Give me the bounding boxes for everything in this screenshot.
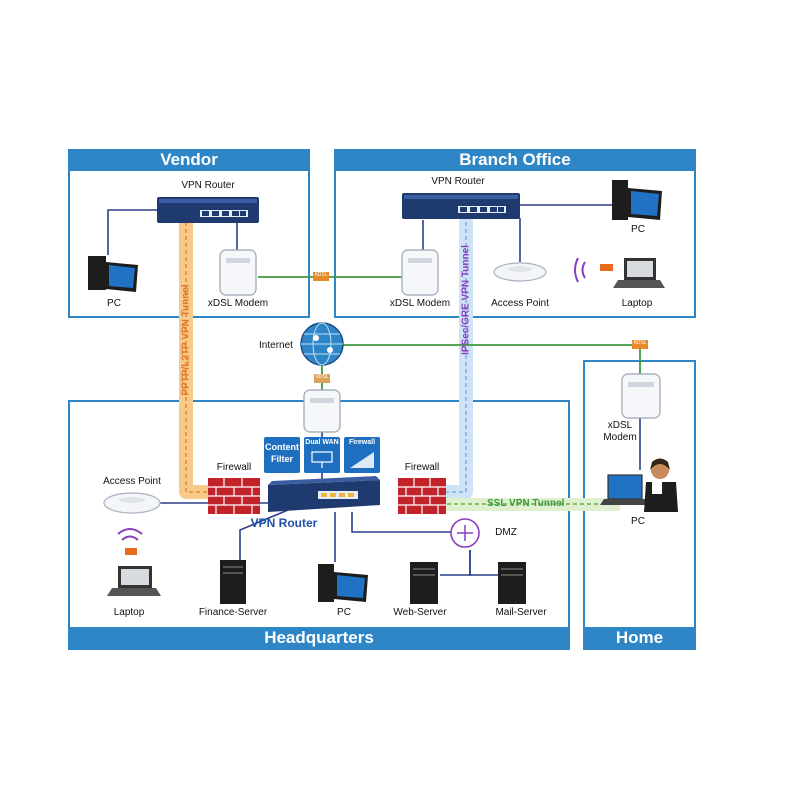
hq-access-point-icon xyxy=(103,492,161,514)
wan-links xyxy=(258,276,641,392)
branch-pc-icon xyxy=(612,180,662,220)
hq-pc-icon xyxy=(318,564,368,602)
branch-laptop-label: Laptop xyxy=(621,298,653,309)
mail-server-label: Mail-Server xyxy=(495,607,547,618)
hq-ap-label: Access Point xyxy=(103,476,161,487)
hq-firewall-left-icon xyxy=(208,478,260,514)
dmz-label: DMZ xyxy=(495,527,517,538)
home-pc-label: PC xyxy=(631,516,645,527)
hq-vpn-router xyxy=(268,476,380,512)
hq-laptop-icon xyxy=(107,528,161,596)
pptp-tunnel-label: PPTP/L2TP VPN Tunnel xyxy=(180,284,192,396)
branch-ap-label: Access Point xyxy=(491,298,549,309)
content-filter-icon xyxy=(264,437,300,473)
vendor-pc-icon xyxy=(88,256,138,292)
finance-server-label: Finance-Server xyxy=(198,607,268,618)
vendor-modem-label: xDSL Modem xyxy=(207,298,269,309)
adsl-tag-1 xyxy=(313,272,329,281)
content-filter-label: Content Filter xyxy=(265,442,299,464)
vendor-pc-label: PC xyxy=(107,298,121,309)
vendor-router-label: VPN Router xyxy=(181,180,235,191)
hq-pc-label: PC xyxy=(337,607,351,618)
branch-laptop-icon xyxy=(574,257,665,288)
web-server-icon xyxy=(410,562,438,604)
web-server-label: Web-Server xyxy=(393,607,447,618)
vdsl-tag xyxy=(314,374,330,383)
branch-office-title: Branch Office xyxy=(334,149,696,171)
vendor-vpn-router xyxy=(157,197,259,223)
hq-laptop-label: Laptop xyxy=(113,607,145,618)
hq-xdsl-modem xyxy=(303,389,341,433)
hq-router-label: VPN Router xyxy=(250,516,318,530)
branch-access-point-icon xyxy=(493,262,547,282)
home-title: Home xyxy=(583,627,696,650)
headquarters-title: Headquarters xyxy=(68,627,570,650)
dual-wan-icon xyxy=(304,437,340,473)
dmz-switch-icon xyxy=(450,518,480,548)
home-pc-icon xyxy=(600,458,678,512)
internet-globe-icon xyxy=(300,322,344,366)
internet-label: Internet xyxy=(259,340,293,351)
home-xdsl-modem xyxy=(621,373,661,419)
vendor-title: Vendor xyxy=(68,149,310,171)
ipsec-tunnel-label: IPSec/GRE VPN Tunnel xyxy=(460,245,472,355)
adsl-tag-2 xyxy=(632,340,648,349)
home-modem-label: xDSL Modem xyxy=(603,420,637,443)
firewall-feature-icon xyxy=(344,437,380,473)
branch-vpn-router xyxy=(402,193,520,219)
firewall-feature-label: Firewall xyxy=(348,439,376,446)
finance-server-icon xyxy=(220,560,246,604)
branch-xdsl-modem xyxy=(401,249,439,296)
ssl-tunnel xyxy=(440,498,620,511)
hq-firewall-left-label: Firewall xyxy=(216,462,252,473)
mail-server-icon xyxy=(498,562,526,604)
hq-firewall-right-icon xyxy=(398,478,446,514)
dual-wan-label: Dual WAN xyxy=(305,439,339,446)
branch-router-label: VPN Router xyxy=(431,176,485,187)
vendor-xdsl-modem xyxy=(219,249,257,296)
adsl-tag-text-1: ADSL xyxy=(314,272,328,278)
branch-modem-label: xDSL Modem xyxy=(389,298,451,309)
vdsl-tag-text: VDSL xyxy=(315,374,329,380)
adsl-tag-text-2: ADSL xyxy=(633,340,647,346)
branch-pc-label: PC xyxy=(631,224,645,235)
hq-firewall-right-label: Firewall xyxy=(404,462,440,473)
ssl-tunnel-label: SSL VPN Tunnel xyxy=(487,498,565,509)
